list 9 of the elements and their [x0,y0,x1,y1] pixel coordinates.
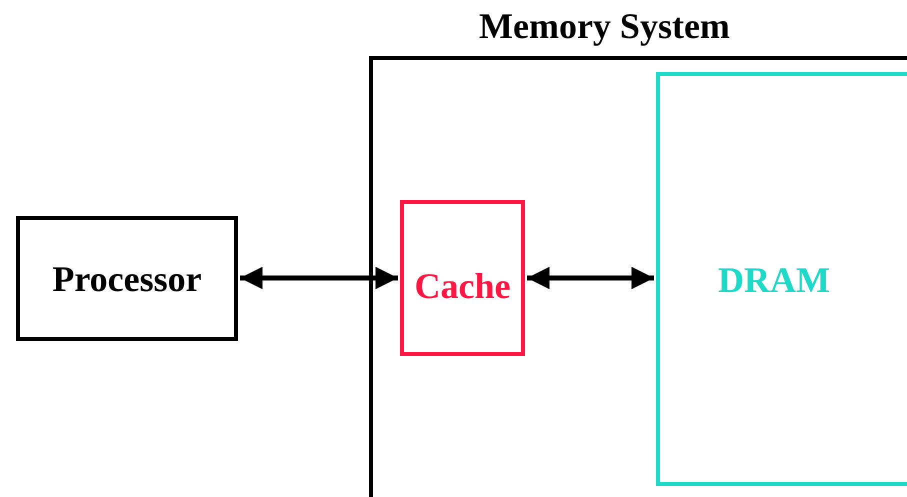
node-label: DRAM [718,262,830,298]
group-heading: Memory System [479,8,730,44]
double-arrow [240,266,398,290]
dram-box [656,72,907,486]
node-label: Processor [52,260,202,296]
double-arrow [527,266,654,290]
cache-box [400,200,525,356]
node-label: Cache [414,268,510,304]
processor-box [16,216,238,341]
